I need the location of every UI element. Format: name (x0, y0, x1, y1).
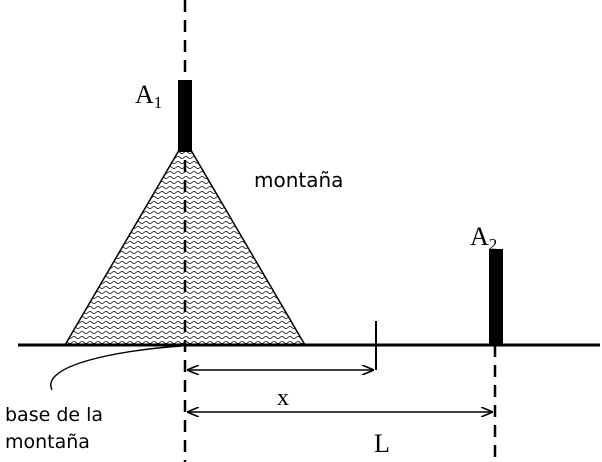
label-a2-sub: 2 (489, 235, 498, 254)
label-a1-letter: A (135, 80, 154, 109)
label-a1-sub: 1 (154, 93, 163, 112)
label-base-line2: montaña (5, 431, 90, 453)
label-mountain: montaña (254, 168, 343, 192)
label-x: x (277, 385, 289, 411)
label-a2-letter: A (470, 222, 489, 251)
antenna-a2 (489, 249, 503, 345)
label-l: L (374, 429, 390, 458)
label-a2: A2 (470, 222, 497, 254)
label-a1: A1 (135, 80, 162, 112)
base-pointer-curve (50, 345, 183, 391)
label-base-line1: base de la (5, 404, 103, 426)
antenna-a1 (178, 80, 192, 152)
